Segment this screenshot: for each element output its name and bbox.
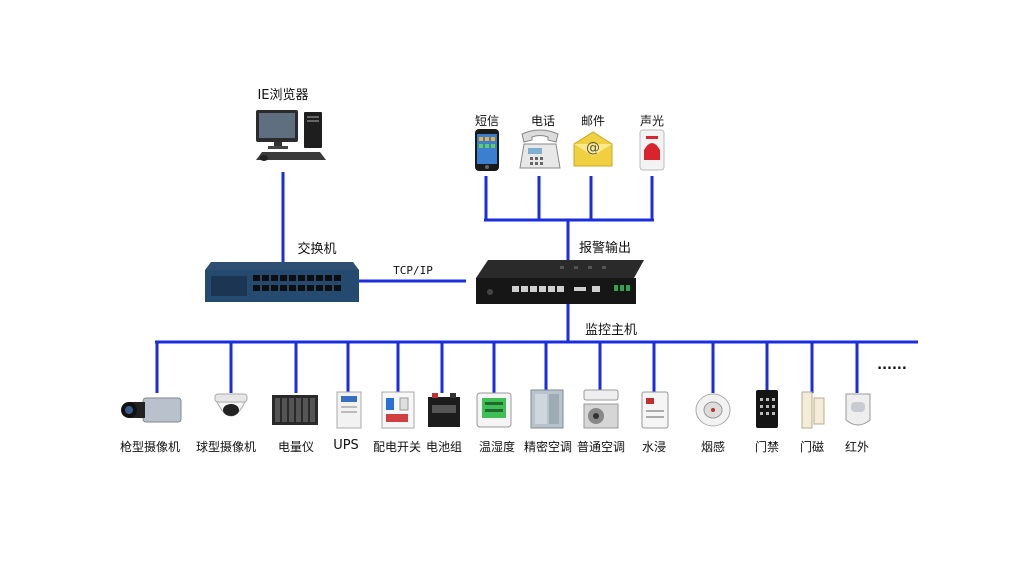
strobe-siren-icon <box>639 129 665 171</box>
device-label: 精密空调 <box>523 440 573 454</box>
temp-humidity-icon <box>476 392 512 428</box>
email-icon: @ <box>573 131 613 167</box>
device-label: UPS <box>333 438 359 453</box>
device-label: 配电开关 <box>372 440 422 454</box>
precision-ac-icon <box>530 389 564 429</box>
alarm-output-label: 报警输出 <box>578 241 632 256</box>
door-contact-icon <box>801 391 825 429</box>
mobile-phone-icon <box>475 129 499 171</box>
network-switch-icon <box>205 262 359 302</box>
power-meter-icon <box>272 395 318 425</box>
smoke-detector-icon <box>695 393 731 427</box>
alarm-output-label-strobe: 声光 <box>639 114 665 128</box>
alarm-output-label-phone: 电话 <box>530 114 556 128</box>
desk-phone-icon <box>519 129 561 169</box>
ups-icon <box>336 391 362 429</box>
water-leak-icon <box>641 391 669 429</box>
dome-camera-icon <box>214 393 248 417</box>
device-label: 红外 <box>844 440 870 454</box>
more-ellipsis: ...... <box>877 358 907 373</box>
battery-icon <box>428 393 460 427</box>
monitoring-host-icon <box>476 260 644 304</box>
computer-icon <box>256 110 326 161</box>
alarm-output-label-sms: 短信 <box>474 114 500 128</box>
browser-label: IE浏览器 <box>257 88 309 103</box>
access-control-icon <box>756 390 778 428</box>
device-label: 电池组 <box>425 440 463 454</box>
ac-unit-icon <box>583 389 619 429</box>
svg-text:@: @ <box>586 140 600 156</box>
breaker-switch-icon <box>381 391 415 429</box>
alarm-output-label-email: 邮件 <box>580 114 606 128</box>
device-label: 普通空调 <box>576 440 626 454</box>
tcpip-label: TCP/IP <box>393 264 433 277</box>
device-label: 门禁 <box>754 440 780 454</box>
device-label: 水浸 <box>641 440 667 454</box>
switch-label: 交换机 <box>297 242 337 257</box>
bullet-camera-icon <box>121 397 182 423</box>
device-label: 温湿度 <box>478 440 516 454</box>
device-label: 门磁 <box>799 440 825 454</box>
host-label: 监控主机 <box>584 323 638 338</box>
device-label: 枪型摄像机 <box>119 440 181 454</box>
device-label: 烟感 <box>700 440 726 454</box>
device-label: 球型摄像机 <box>195 440 257 454</box>
device-label: 电量仪 <box>277 440 315 454</box>
infrared-sensor-icon <box>845 393 871 426</box>
